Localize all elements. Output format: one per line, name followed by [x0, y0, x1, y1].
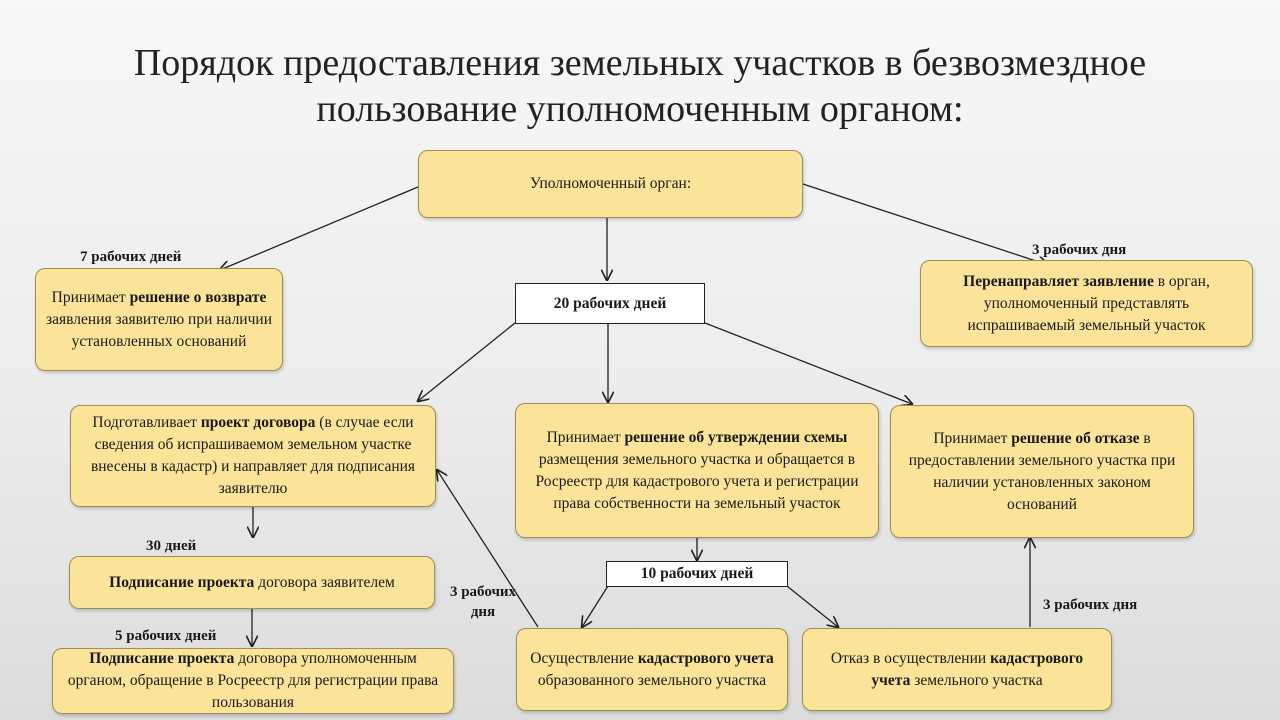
node-10-days: 10 рабочих дней [606, 561, 788, 587]
arrow-10days-to-cadastral [582, 585, 609, 627]
page-title: Порядок предоставления земельных участко… [133, 42, 1147, 130]
node-return-decision: Принимает решение о возврате заявления з… [35, 268, 283, 371]
arrow-authority-to-return [220, 186, 419, 270]
node-cadastral-refusal-text: Отказ в осуществлении кадастрового учета… [830, 649, 1084, 689]
node-authority-sign-text: Подписание проекта договора уполномоченн… [67, 650, 439, 711]
node-redirect: Перенаправляет заявление в орган, уполно… [920, 260, 1253, 347]
node-cadastral-refusal: Отказ в осуществлении кадастрового учета… [802, 628, 1112, 711]
node-applicant-sign-text: Подписание проекта договора заявителем [109, 573, 395, 591]
node-authority-sign: Подписание проекта договора уполномоченн… [52, 648, 454, 714]
node-redirect-text: Перенаправляет заявление в орган, уполно… [963, 272, 1210, 334]
node-approve-scheme: Принимает решение об утверждении схемы р… [515, 403, 879, 538]
arrow-20days-to-refusal [704, 322, 912, 404]
label-3-days-top: 3 рабочих дня [1032, 242, 1127, 258]
label-30-days: 30 дней [146, 538, 197, 554]
node-cadastral-registration: Осуществление кадастрового учета образов… [516, 628, 788, 711]
node-20-days: 20 рабочих дней [515, 283, 705, 324]
node-applicant-sign: Подписание проекта договора заявителем [69, 556, 435, 609]
arrow-20days-to-draft [418, 322, 516, 401]
label-7-days: 7 рабочих дней [80, 249, 182, 265]
node-authority: Уполномоченный орган: [418, 150, 803, 218]
node-cadastral-registration-text: Осуществление кадастрового учета образов… [530, 649, 774, 689]
node-return-decision-text: Принимает решение о возврате заявления з… [46, 288, 272, 350]
node-draft-contract-text: Подготавливает проект договора (в случае… [90, 414, 416, 497]
node-draft-contract: Подготавливает проект договора (в случае… [70, 405, 436, 507]
label-5-days: 5 рабочих дней [115, 628, 217, 644]
node-approve-scheme-text: Принимает решение об утверждении схемы р… [535, 428, 859, 512]
node-refusal-decision: Принимает решение об отказе в предоставл… [890, 405, 1194, 538]
label-3-days-mid: 3 рабочих дня [449, 584, 517, 620]
arrow-cadastral-to-draft [437, 470, 539, 628]
node-authority-text: Уполномоченный орган: [529, 175, 692, 192]
arrow-authority-to-redirect [802, 183, 1048, 265]
arrow-10days-to-cadastral-refusal [786, 585, 838, 627]
node-refusal-decision-text: Принимает решение об отказе в предоставл… [908, 429, 1176, 513]
label-3-days-right: 3 рабочих дня [1043, 597, 1138, 613]
